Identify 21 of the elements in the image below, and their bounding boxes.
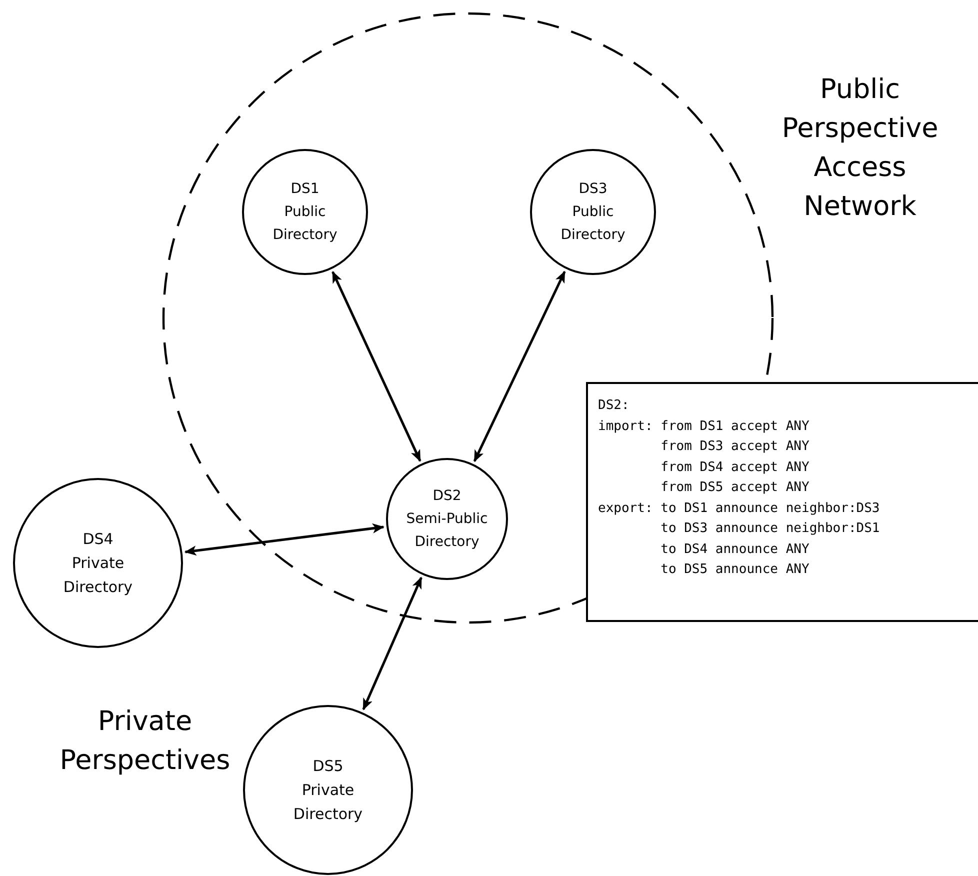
policy-line: to DS3 announce neighbor:DS1: [660, 520, 880, 538]
policy-line: from DS4 accept ANY: [660, 458, 810, 476]
directory-label: DS2 Semi-Public Directory: [405, 486, 489, 552]
policy-line: to DS5 announce ANY: [660, 561, 810, 579]
policy-box: [586, 382, 978, 622]
double-arrow: [362, 576, 422, 710]
policy-line: to DS4 announce ANY: [660, 540, 810, 558]
directory-label: DS4 Private Directory: [62, 529, 134, 598]
directory-label: DS5 Private Directory: [292, 756, 364, 825]
double-arrow: [184, 523, 384, 556]
policy-line: import: from DS1 accept ANY: [598, 418, 810, 436]
directory-label: DS3 Public Directory: [560, 180, 626, 244]
policy-line: export: to DS1 announce neighbor:DS3: [598, 500, 880, 518]
network-heading: Public Perspective Access Network: [780, 73, 940, 224]
policy-line: DS2:: [598, 397, 630, 415]
directory-label: DS1 Public Directory: [272, 180, 338, 244]
double-arrow: [473, 270, 566, 462]
double-arrow: [332, 271, 422, 462]
policy-line: from DS5 accept ANY: [660, 479, 810, 497]
policy-line: from DS3 accept ANY: [660, 438, 810, 456]
group-label: Private Perspectives: [58, 705, 232, 778]
